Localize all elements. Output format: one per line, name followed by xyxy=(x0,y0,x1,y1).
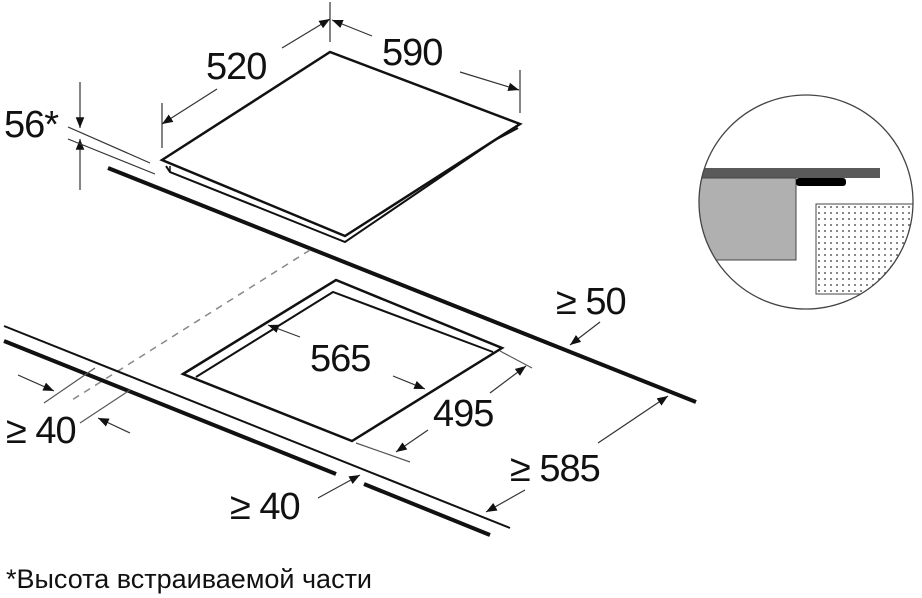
label-495: 495 xyxy=(433,393,494,435)
dim-495 xyxy=(355,350,533,463)
dim-40-side xyxy=(17,367,131,434)
dim-590 xyxy=(331,19,521,113)
dim-50-arrow xyxy=(569,321,601,346)
label-520: 520 xyxy=(206,46,267,88)
detail-inset xyxy=(698,94,914,310)
dim-520 xyxy=(161,2,331,148)
dim-56 xyxy=(67,82,156,190)
label-56: 56* xyxy=(4,104,59,146)
label-clearance-40-front: ≥ 40 xyxy=(230,486,301,528)
cutout-outline xyxy=(180,278,505,443)
label-590: 590 xyxy=(382,32,443,74)
label-565: 565 xyxy=(310,338,371,380)
footnote: *Высота встраиваемой части xyxy=(6,564,373,594)
hob-outline xyxy=(159,50,523,244)
dim-40-front-arrow xyxy=(317,474,361,499)
worktop-front-edges xyxy=(3,325,511,537)
label-clearance-40-side: ≥ 40 xyxy=(6,410,77,452)
projection-dashed xyxy=(71,249,311,401)
worktop-back-edge xyxy=(107,166,697,404)
dim-565 xyxy=(267,324,426,390)
label-clearance-50: ≥ 50 xyxy=(556,281,627,323)
label-clearance-585: ≥ 585 xyxy=(510,448,601,490)
dim-585 xyxy=(485,395,669,513)
